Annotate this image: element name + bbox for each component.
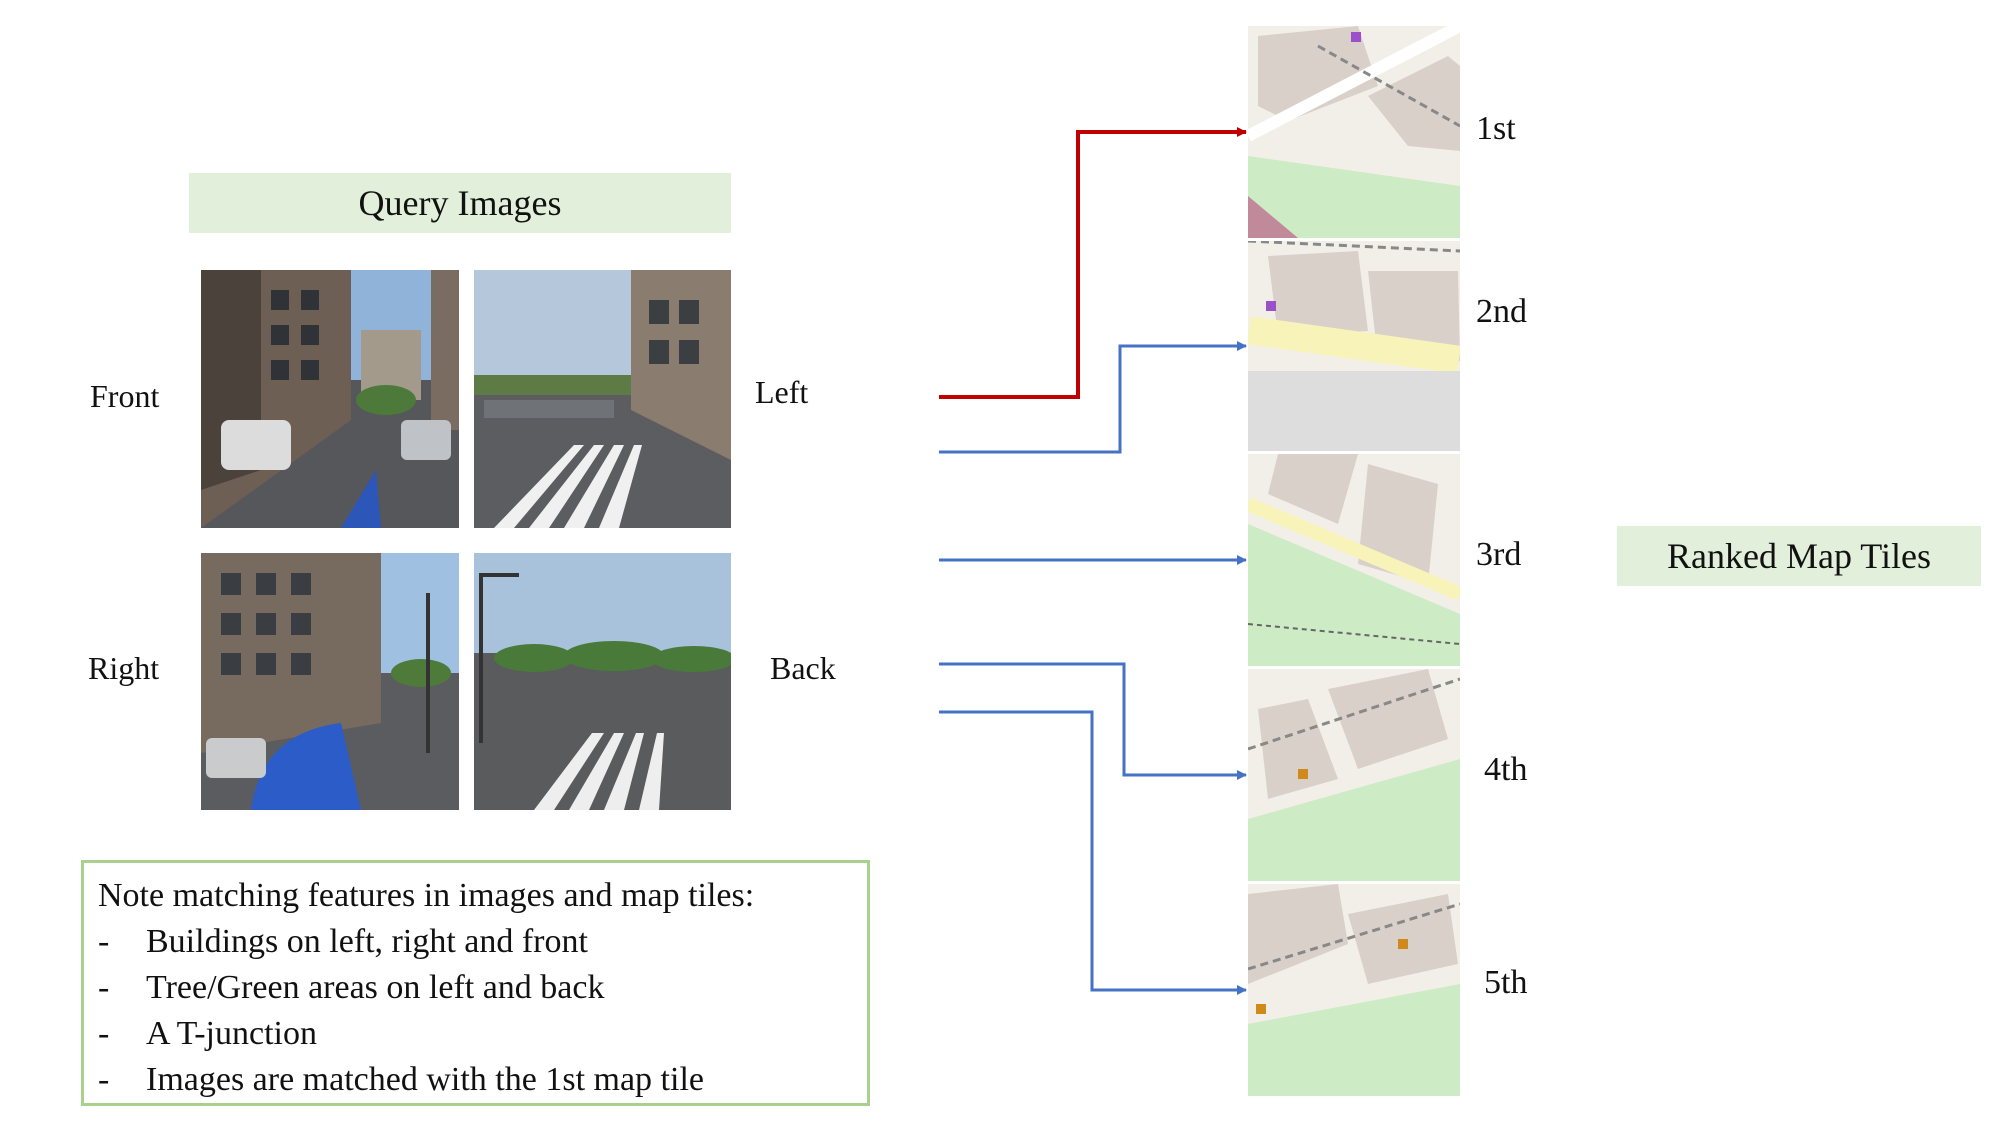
map-tile-5 (1248, 884, 1460, 1096)
ranked-map-tiles-title-text: Ranked Map Tiles (1666, 536, 1932, 576)
bullet-dash: - (98, 969, 110, 1006)
map-tile-2 (1248, 241, 1460, 451)
view-label-back: Back (770, 650, 836, 686)
note-item-text: Images are matched with the 1st map tile (146, 1061, 704, 1098)
bullet-dash: - (98, 1015, 110, 1052)
note-item-text: Tree/Green areas on left and back (146, 969, 605, 1006)
left-street-image (474, 270, 731, 528)
front-street-image (201, 270, 459, 528)
view-label-right: Right (88, 650, 160, 686)
rank-label-3: 3rd (1476, 536, 1522, 573)
map-tile-3 (1248, 454, 1460, 666)
note-heading: Note matching features in images and map… (98, 877, 755, 914)
rank-label-2: 2nd (1476, 293, 1527, 330)
note-item: - Images are matched with the 1st map ti… (98, 1057, 853, 1103)
bullet-dash: - (98, 923, 110, 960)
note-item: - A T-junction (98, 1011, 853, 1057)
query-images-title-text: Query Images (358, 183, 562, 223)
bullet-dash: - (98, 1061, 110, 1098)
rank-label-4: 4th (1484, 751, 1528, 788)
note-item: - Tree/Green areas on left and back (98, 965, 853, 1011)
view-label-left: Left (755, 374, 809, 410)
view-label-front: Front (90, 378, 160, 414)
ranked-map-tiles-title: Ranked Map Tiles (1617, 526, 1981, 586)
query-images-title: Query Images (189, 173, 731, 233)
arrow-to-tile-4 (939, 662, 1247, 780)
arrow-to-tile-1 (939, 127, 1247, 399)
note-item: - Buildings on left, right and front (98, 919, 853, 965)
right-street-image (201, 553, 459, 810)
arrow-to-tile-5 (939, 710, 1247, 995)
arrow-to-tile-2 (939, 341, 1247, 454)
note-item-text: Buildings on left, right and front (146, 923, 588, 960)
note-item-text: A T-junction (146, 1015, 317, 1052)
matching-features-note: Note matching features in images and map… (81, 860, 870, 1106)
rank-label-5: 5th (1484, 964, 1528, 1001)
back-street-image (474, 553, 731, 810)
map-tile-4 (1248, 669, 1460, 881)
rank-label-1: 1st (1476, 110, 1516, 147)
map-tile-1 (1248, 26, 1460, 238)
